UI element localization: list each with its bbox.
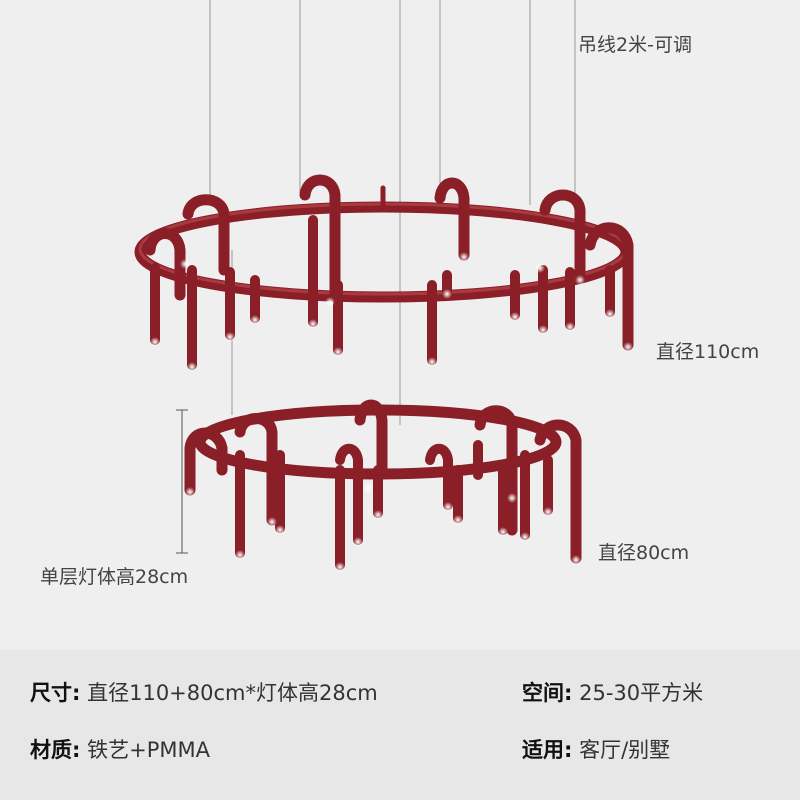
bottom-ring-lights [185, 483, 581, 572]
bottom-ring [184, 399, 582, 570]
spec-material: 材质: 铁艺+PMMA [30, 734, 210, 764]
top-ring [134, 174, 634, 370]
bottom-ring-diameter-label: 直径80cm [598, 542, 690, 564]
spec-panel: 尺寸: 直径110+80cm*灯体高28cm 空间: 25-30平方米 材质: … [0, 650, 800, 800]
layer-height-label: 单层灯体高28cm [40, 566, 189, 588]
chandelier-product-image [134, 0, 634, 572]
spec-size-value: 直径110+80cm*灯体高28cm [87, 681, 378, 705]
top-ring-diameter-label: 直径110cm [656, 341, 760, 363]
top-ring-lights [150, 252, 633, 372]
spec-use-label: 适用: [522, 738, 573, 762]
wire-length-note: 吊线2米-可调 [578, 34, 692, 56]
spec-size-label: 尺寸: [30, 681, 81, 705]
spec-use: 适用: 客厅/别墅 [522, 734, 670, 764]
spec-use-value: 客厅/别墅 [579, 738, 671, 762]
spec-space-label: 空间: [522, 681, 573, 705]
spec-material-value: 铁艺+PMMA [87, 738, 210, 762]
height-dimension-marker [176, 409, 188, 554]
spec-space-value: 25-30平方米 [579, 681, 704, 705]
spec-space: 空间: 25-30平方米 [522, 677, 703, 707]
spec-size: 尺寸: 直径110+80cm*灯体高28cm [30, 677, 378, 707]
spec-material-label: 材质: [30, 738, 81, 762]
